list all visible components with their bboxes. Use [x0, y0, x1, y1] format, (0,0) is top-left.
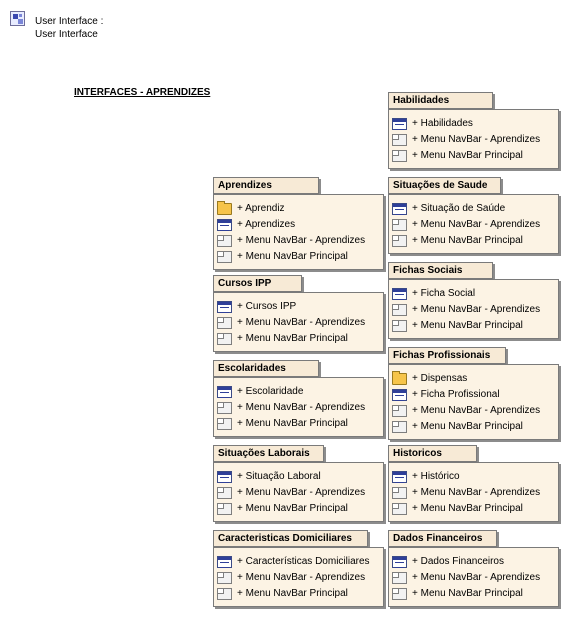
- package-item-label: + Situação de Saúde: [412, 203, 506, 214]
- package-item-label: + Menu NavBar Principal: [237, 418, 348, 429]
- package-item-label: + Características Domiciliares: [237, 556, 370, 567]
- package-body: + Situação Laboral + Menu NavBar - Aprend…: [213, 462, 384, 522]
- package-item-label: + Menu NavBar Principal: [237, 251, 348, 262]
- form-icon: [217, 386, 232, 398]
- package-body: + Dados Financeiros + Menu NavBar - Apren…: [388, 547, 559, 607]
- menu-icon: [217, 503, 232, 515]
- menu-icon: [217, 235, 232, 247]
- package-title: Escolaridades: [213, 360, 319, 377]
- package-item-label: + Cursos IPP: [237, 301, 297, 312]
- package-item-label: + Menu NavBar - Aprendizes: [412, 219, 541, 230]
- menu-icon: [217, 251, 232, 263]
- menu-icon: [392, 219, 407, 231]
- package-item-label: + Ficha Social: [412, 288, 476, 299]
- package-item-label: + Menu NavBar - Aprendizes: [412, 572, 541, 583]
- menu-icon: [392, 405, 407, 417]
- package-title: Fichas Sociais: [388, 262, 493, 279]
- menu-icon: [217, 487, 232, 499]
- package-body: + Aprendiz + Aprendizes + Menu NavBar - Ap…: [213, 194, 384, 270]
- menu-icon: [392, 235, 407, 247]
- package-item-label: + Menu NavBar Principal: [237, 588, 348, 599]
- user-interface-icon: [10, 11, 25, 26]
- header-line2: User Interface: [35, 29, 98, 40]
- package-title: Situações Laborais: [213, 445, 324, 462]
- package-body: + Histórico + Menu NavBar - Aprendizes + M…: [388, 462, 559, 522]
- header-line1: User Interface :: [35, 16, 104, 27]
- form-icon: [392, 471, 407, 483]
- package-title: Aprendizes: [213, 177, 319, 194]
- package-item-label: + Aprendizes: [237, 219, 296, 230]
- package-item-label: + Menu NavBar - Aprendizes: [237, 487, 366, 498]
- package-item-label: + Habilidades: [412, 118, 473, 129]
- diagram-title: INTERFACES - APRENDIZES: [74, 87, 211, 98]
- menu-icon: [392, 150, 407, 162]
- menu-icon: [217, 333, 232, 345]
- package-item-label: + Menu NavBar - Aprendizes: [237, 235, 366, 246]
- diagram-header: User Interface : User Interface: [35, 15, 103, 41]
- package-item-label: + Menu NavBar Principal: [412, 588, 523, 599]
- package-body: + Ficha Social + Menu NavBar - Aprendizes…: [388, 279, 559, 339]
- package-item-label: + Menu NavBar - Aprendizes: [412, 304, 541, 315]
- form-icon: [392, 389, 407, 401]
- package-body: + Cursos IPP + Menu NavBar - Aprendizes + …: [213, 292, 384, 352]
- package-item-label: + Dispensas: [412, 373, 468, 384]
- package-title: Dados Financeiros: [388, 530, 497, 547]
- package-item-label: + Menu NavBar Principal: [412, 503, 523, 514]
- menu-icon: [392, 134, 407, 146]
- menu-icon: [392, 588, 407, 600]
- package-item-label: + Menu NavBar Principal: [412, 235, 523, 246]
- package-body: + Escolaridade + Menu NavBar - Aprendizes…: [213, 377, 384, 437]
- package-item-label: + Menu NavBar Principal: [412, 150, 523, 161]
- menu-icon: [217, 572, 232, 584]
- package-item-label: + Dados Financeiros: [412, 556, 504, 567]
- folder-icon: [392, 371, 407, 385]
- menu-icon: [392, 320, 407, 332]
- package-item-label: + Ficha Profissional: [412, 389, 500, 400]
- form-icon: [217, 219, 232, 231]
- package-title: Cursos IPP: [213, 275, 302, 292]
- package-item-label: + Menu NavBar Principal: [412, 320, 523, 331]
- package-item-label: + Aprendiz: [237, 203, 285, 214]
- form-icon: [392, 203, 407, 215]
- package-item-label: + Menu NavBar - Aprendizes: [412, 405, 541, 416]
- package-title: Situações de Saude: [388, 177, 501, 194]
- package-item-label: + Menu NavBar - Aprendizes: [237, 402, 366, 413]
- package-body: + Situação de Saúde + Menu NavBar - Apren…: [388, 194, 559, 254]
- package-item-label: + Menu NavBar - Aprendizes: [412, 487, 541, 498]
- form-icon: [392, 556, 407, 568]
- menu-icon: [217, 418, 232, 430]
- package-item-label: + Menu NavBar Principal: [237, 503, 348, 514]
- menu-icon: [392, 503, 407, 515]
- package-body: + Dispensas + Ficha Profissional + Menu Na…: [388, 364, 559, 440]
- package-item-label: + Menu NavBar - Aprendizes: [412, 134, 541, 145]
- package-item-label: + Escolaridade: [237, 386, 304, 397]
- menu-icon: [217, 317, 232, 329]
- folder-icon: [217, 201, 232, 215]
- package-item-label: + Menu NavBar - Aprendizes: [237, 572, 366, 583]
- package-title: Caracteristicas Domiciliares: [213, 530, 368, 547]
- menu-icon: [217, 588, 232, 600]
- package-title: Habilidades: [388, 92, 493, 109]
- package-body: + Habilidades + Menu NavBar - Aprendizes +…: [388, 109, 559, 169]
- menu-icon: [392, 487, 407, 499]
- package-item-label: + Menu NavBar Principal: [412, 421, 523, 432]
- menu-icon: [392, 421, 407, 433]
- package-item-label: + Situação Laboral: [237, 471, 321, 482]
- form-icon: [392, 288, 407, 300]
- menu-icon: [217, 402, 232, 414]
- form-icon: [217, 471, 232, 483]
- menu-icon: [392, 304, 407, 316]
- package-item-label: + Menu NavBar Principal: [237, 333, 348, 344]
- form-icon: [217, 556, 232, 568]
- package-title: Fichas Profissionais: [388, 347, 506, 364]
- package-item-label: + Histórico: [412, 471, 460, 482]
- package-body: + Características Domiciliares + Menu Nav…: [213, 547, 384, 607]
- form-icon: [392, 118, 407, 130]
- package-title: Historicos: [388, 445, 477, 462]
- form-icon: [217, 301, 232, 313]
- package-item-label: + Menu NavBar - Aprendizes: [237, 317, 366, 328]
- menu-icon: [392, 572, 407, 584]
